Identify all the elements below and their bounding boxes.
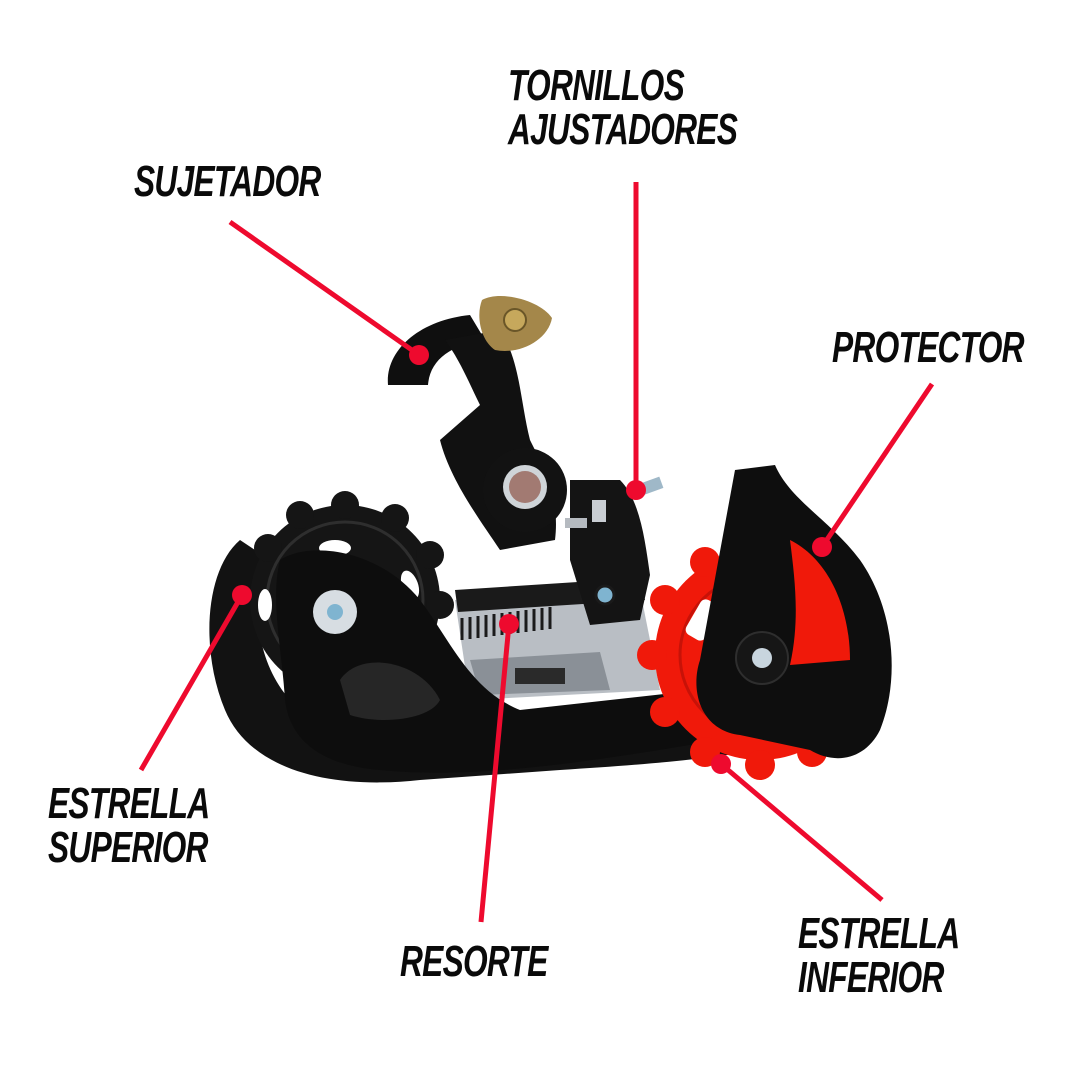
- callout-dot-resorte: [499, 614, 519, 634]
- lower-pulley-bolt: [752, 648, 772, 668]
- label-line: ESTRELLA: [798, 909, 960, 958]
- label-estrella-inferior: ESTRELLA INFERIOR: [798, 909, 960, 1002]
- callout-dot-sujetador: [409, 345, 429, 365]
- protector-cage: [696, 465, 892, 759]
- label-line: RESORTE: [400, 937, 548, 986]
- leader-line-sujetador: [228, 219, 421, 358]
- label-line: SUPERIOR: [48, 823, 208, 872]
- label-tornillos-ajustadores: TORNILLOS AJUSTADORES: [508, 61, 738, 154]
- callout-dot-estrella-inferior: [711, 754, 731, 774]
- label-resorte: RESORTE: [400, 940, 548, 984]
- callout-dot-protector: [812, 537, 832, 557]
- label-sujetador: SUJETADOR: [134, 160, 321, 204]
- label-line: SUJETADOR: [134, 157, 321, 206]
- label-line: ESTRELLA: [48, 779, 210, 828]
- callout-dot-estrella-superior: [232, 585, 252, 605]
- callout-dot-tornillos-ajustadores: [626, 480, 646, 500]
- hanger-bracket: [387, 315, 485, 385]
- limit-screw-block: [570, 480, 650, 625]
- leader-lines: [138, 182, 935, 923]
- label-estrella-superior: ESTRELLA SUPERIOR: [48, 779, 210, 872]
- leader-line-protector: [819, 382, 935, 549]
- leader-line-estrella-superior: [138, 593, 245, 772]
- label-line: TORNILLOS: [508, 61, 685, 110]
- leader-line-estrella-inferior: [719, 762, 884, 902]
- label-protector: PROTECTOR: [832, 323, 1025, 372]
- label-line: INFERIOR: [798, 953, 944, 1002]
- label-line: AJUSTADORES: [508, 105, 738, 154]
- label-line: PROTECTOR: [832, 323, 1025, 372]
- leader-line-resorte: [478, 623, 512, 923]
